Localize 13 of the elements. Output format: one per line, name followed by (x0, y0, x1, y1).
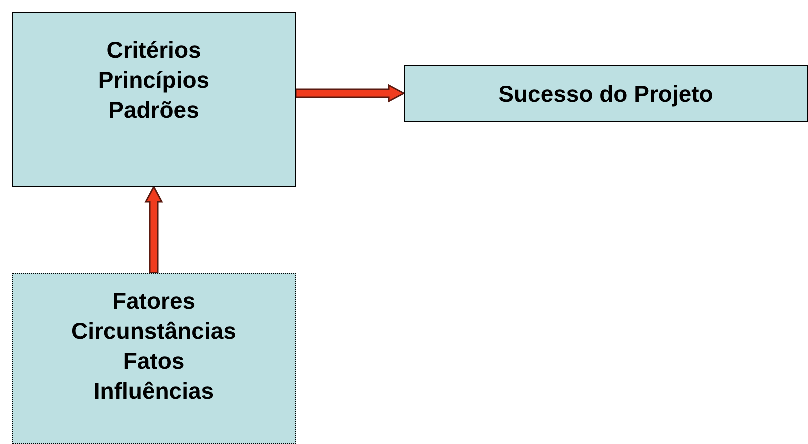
box-label: Critérios (106, 36, 202, 65)
process-box (404, 65, 808, 122)
box-label: Influências (94, 377, 214, 406)
box-label: Fatores (112, 287, 196, 316)
block-arrow (144, 185, 164, 274)
box-label: Padrões (108, 96, 200, 125)
process-box (12, 273, 296, 444)
box-label: Sucesso do Projeto (498, 80, 714, 108)
box-label: Fatos (123, 347, 185, 376)
box-label: Princípios (98, 66, 210, 95)
block-arrow (295, 84, 406, 103)
box-label: Circunstâncias (72, 317, 236, 346)
process-box (12, 12, 296, 187)
